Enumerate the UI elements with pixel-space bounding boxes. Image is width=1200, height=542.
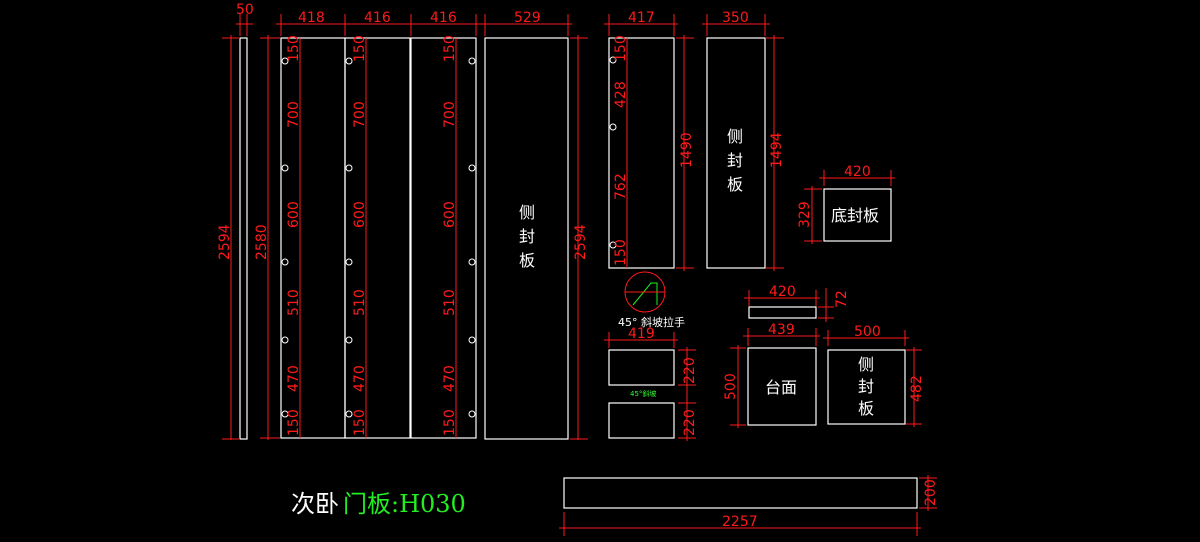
dim-tall-side-height: 1494 <box>769 132 785 168</box>
side-panel-label-1: 侧 <box>519 203 535 222</box>
drawing-title: 次卧 门板:H030 <box>291 490 466 518</box>
hinge-gap-2: 700 <box>442 101 458 128</box>
hinge-gap-1: 150 <box>286 35 302 62</box>
small-side-label-3: 板 <box>858 399 874 418</box>
side-panel-label-2: 封 <box>519 227 535 246</box>
dim-bevel-h1: 220 <box>682 357 698 384</box>
hinge-gap-3: 600 <box>352 201 368 228</box>
dim-bevel-panel-width: 419 <box>628 326 655 342</box>
dim-long-panel-height: 200 <box>923 479 939 506</box>
hinge-gap-4: 510 <box>442 289 458 316</box>
hinge-gap-5: 470 <box>442 365 458 392</box>
hinge-spacing-col-2: 150 700 600 510 470 150 <box>352 35 368 438</box>
strip-panel: 50 <box>236 2 254 440</box>
hinge-spacing-col-3: 150 700 600 510 470 150 <box>442 35 458 438</box>
hinge-gap-4: 510 <box>352 289 368 316</box>
side-panel-small: 500 482 侧 封 板 <box>823 324 925 427</box>
drawer-gap-2: 428 <box>613 81 629 108</box>
hinge-spacing-col-1: 150 700 600 510 470 150 <box>286 35 302 438</box>
tall-side-label-1: 侧 <box>727 127 743 146</box>
hinge-gap-6: 150 <box>352 409 368 436</box>
side-panel-large: 529 2594 侧 封 板 <box>480 10 589 440</box>
hinge-gap-1: 150 <box>352 35 368 62</box>
door-width-dims: 418 416 416 <box>276 10 480 36</box>
dim-door-width-3: 416 <box>430 10 457 26</box>
hinge-gap-1: 150 <box>442 35 458 62</box>
hinge-gap-4: 510 <box>286 289 302 316</box>
dim-bottom-panel-width: 420 <box>844 164 871 180</box>
dim-total-height: 2594 <box>217 35 240 440</box>
title-room: 次卧 <box>291 490 339 518</box>
dim-strip2-height: 72 <box>834 290 850 308</box>
bevel-panels: 45°斜坡 419 220 220 <box>604 326 698 441</box>
dim-tall-side-width: 350 <box>722 10 749 26</box>
bottom-seal-panel: 420 329 底封板 <box>797 164 895 244</box>
dim-strip-width: 50 <box>236 2 254 18</box>
long-panel: 2257 200 <box>559 475 939 536</box>
side-panel-tall: 350 1494 侧 封 板 <box>702 10 785 271</box>
drawer-front-panel: 417 150 428 762 150 1490 <box>604 10 695 271</box>
hinge-gap-6: 150 <box>286 409 302 436</box>
bevel-note: 45°斜坡 <box>630 389 656 398</box>
dim-drawer-front-height: 1490 <box>679 132 695 168</box>
dim-bevel-h2: 220 <box>682 409 698 436</box>
dim-door-height: 2580 <box>254 35 280 440</box>
bevel-handle-detail: 45° 斜坡拉手 <box>618 271 685 329</box>
small-side-label-2: 封 <box>858 377 874 396</box>
dim-drawer-front-width: 417 <box>628 10 655 26</box>
dim-countertop-height: 500 <box>723 373 739 400</box>
drawer-gap-4: 150 <box>613 239 629 266</box>
hinge-gap-3: 600 <box>286 201 302 228</box>
tall-side-label-2: 封 <box>727 151 743 170</box>
countertop-label: 台面 <box>765 378 797 397</box>
dim-door-width-1: 418 <box>298 10 325 26</box>
drawer-gap-1: 150 <box>613 35 629 62</box>
hinge-gap-2: 700 <box>286 101 302 128</box>
countertop-panel: 439 500 台面 <box>723 322 820 428</box>
hinge-gap-3: 600 <box>442 201 458 228</box>
hinge-gap-2: 700 <box>352 101 368 128</box>
dim-long-panel-width: 2257 <box>722 514 758 530</box>
hinge-gap-5: 470 <box>352 365 368 392</box>
dim-countertop-width: 439 <box>768 322 795 338</box>
side-panel-label-3: 板 <box>519 251 535 270</box>
hinge-gap-6: 150 <box>442 409 458 436</box>
tall-side-label-3: 板 <box>727 175 743 194</box>
bevel-handle-label: 45° 斜坡拉手 <box>618 315 685 329</box>
dim-small-side-height: 482 <box>909 375 925 402</box>
dim-total-height-text: 2594 <box>217 224 233 260</box>
dim-side-panel-width: 529 <box>514 10 541 26</box>
dim-small-side-width: 500 <box>854 324 881 340</box>
dim-bottom-panel-height: 329 <box>797 201 813 228</box>
bottom-panel-label: 底封板 <box>831 206 879 225</box>
thin-strip-panel: 420 72 <box>744 284 850 322</box>
dim-strip2-width: 420 <box>769 284 796 300</box>
dim-side-panel-height: 2594 <box>573 224 589 260</box>
hinge-holes <box>281 57 476 418</box>
small-side-label-1: 侧 <box>858 355 874 374</box>
drawer-gap-3: 762 <box>613 173 629 200</box>
hinge-gap-5: 470 <box>286 365 302 392</box>
dim-door-height-text: 2580 <box>254 224 270 260</box>
dim-door-width-2: 416 <box>364 10 391 26</box>
title-code: 门板:H030 <box>343 490 466 518</box>
door-panels <box>280 37 477 439</box>
